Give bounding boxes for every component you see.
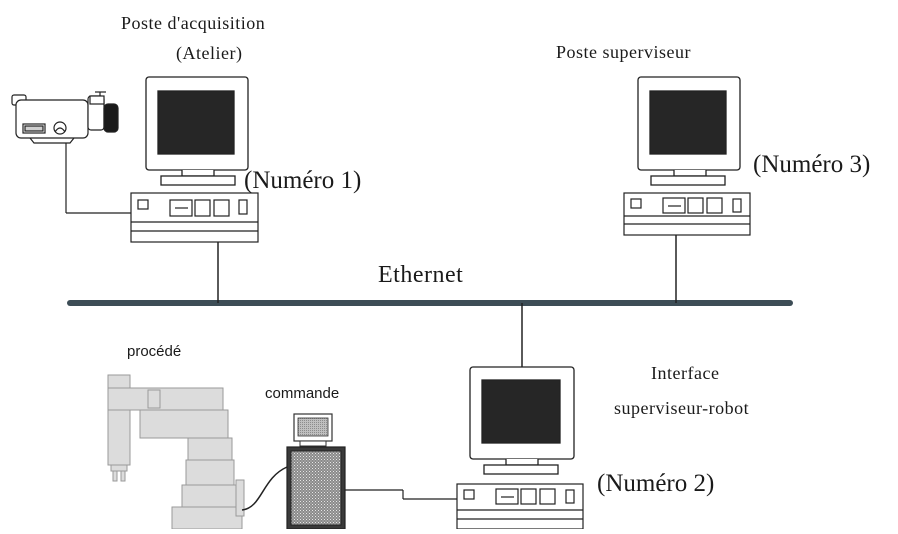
computer-unit-icon [623,192,751,236]
monitor-icon [637,76,741,186]
supervisor-station-title: Poste superviseur [556,42,691,62]
ethernet-bus [67,235,793,367]
ethernet-label: Ethernet [378,262,464,288]
supervisor-station-number: (Numéro 3) [753,151,871,178]
interface-station-title: Interface [651,363,720,383]
monitor-icon [469,366,575,475]
acquisition-station-title: Poste d'acquisition [121,13,266,33]
interface-station-number: (Numéro 2) [597,470,715,497]
robot-arm-icon [107,374,245,530]
interface-station-subtitle: superviseur-robot [614,398,750,418]
acquisition-station-subtitle: (Atelier) [176,43,243,63]
monitor-icon [145,76,249,186]
computer-unit-icon [456,483,584,530]
controller-cabinet-icon [286,413,346,530]
computer-unit-icon [130,192,259,243]
controller-label: commande [265,385,340,402]
process-label: procédé [127,343,182,360]
camera-icon [11,91,119,144]
robot-cable [241,466,288,511]
acquisition-station-number: (Numéro 1) [244,167,362,194]
